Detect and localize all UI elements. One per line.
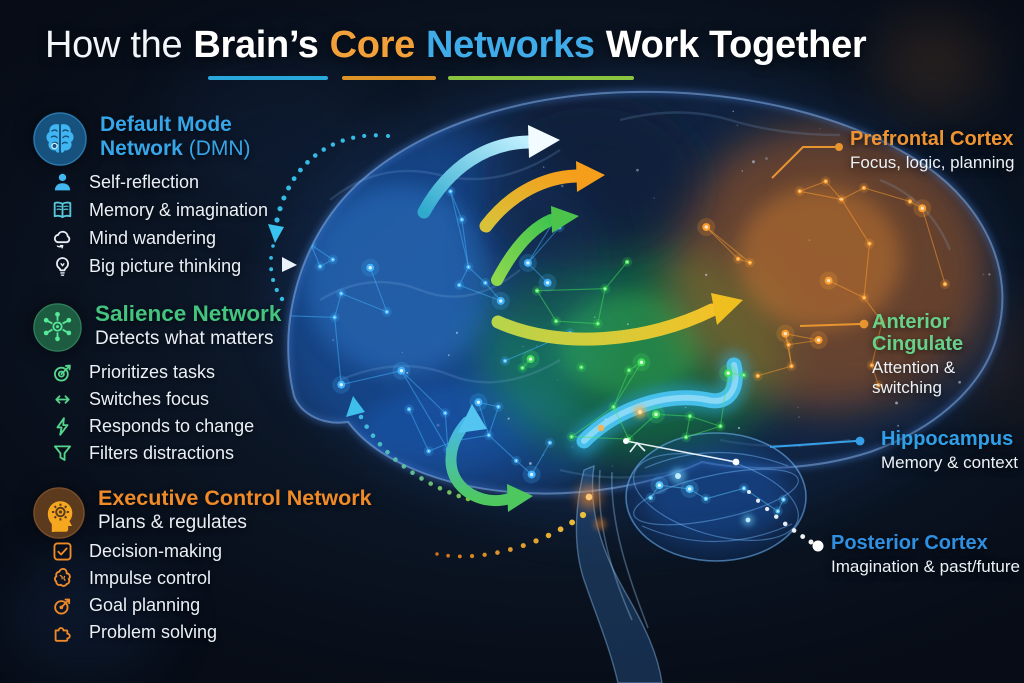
section-title-suffix: (DMN): [188, 137, 251, 160]
funnel-icon: [50, 442, 74, 466]
down-arrowhead-icon: [268, 224, 284, 243]
section-title-line2: Network: [100, 137, 183, 160]
list-item: Big picture thinking: [50, 252, 268, 280]
list-item-label: Memory & imagination: [89, 199, 269, 220]
dmn-to-ecn-arrow-orange: [479, 161, 605, 233]
section-title: Salience Network: [95, 301, 282, 326]
list-item-label: Filters distractions: [89, 443, 235, 463]
title-underline-green: [448, 76, 634, 80]
list-item: Switches focus: [50, 386, 254, 413]
list-item: Mind wandering: [50, 224, 268, 252]
cloud-icon: [50, 226, 74, 250]
title-part: Brain’s: [193, 24, 319, 66]
prefrontal-connector: [771, 143, 843, 179]
title-underline-blue: [208, 76, 328, 80]
network-flow-arrows: [417, 125, 743, 512]
section-subtitle: Detects what matters: [95, 328, 274, 349]
target-arrow-icon: [50, 361, 74, 385]
anterior-cingulate-connector: [799, 319, 869, 329]
lightning-icon: [50, 415, 74, 439]
list-item: Decision-making: [50, 538, 222, 565]
puzzle-icon: [50, 621, 74, 645]
list-item: Filters distractions: [50, 440, 254, 467]
title-part: Work Together: [605, 24, 867, 66]
brain-label-desc: Imagination & past/future: [831, 557, 1021, 576]
section-title-line1: Default Mode: [100, 113, 232, 136]
brain-label-name: Prefrontal Cortex: [850, 128, 1014, 150]
hippocampus-highlight: [570, 351, 749, 455]
title-underline-orange: [342, 76, 436, 80]
brain-label-desc: Focus, logic, planning: [850, 153, 1015, 172]
brain-label-anterior-cingulate: Anterior Cingulate Attention & switching: [872, 311, 1024, 398]
dotted-arc-arrowheads: [268, 224, 365, 417]
salience-network-nodes: [517, 257, 749, 445]
dotted-flow-arcs: [269, 133, 814, 559]
checkbox-check-icon: [50, 540, 74, 564]
salience-arrow-green: [491, 206, 579, 286]
salience-to-ecn-arrow-yellow: [491, 293, 743, 346]
brain-outline-icon: [50, 567, 74, 591]
salience-item-list: Prioritizes tasks Switches focus Respond…: [50, 359, 254, 467]
list-item: Goal planning: [50, 592, 222, 619]
open-book-icon: [50, 198, 74, 222]
brain-label-name: Hippocampus: [881, 428, 1014, 450]
cerebellum-pointer-line: [623, 438, 740, 466]
list-item-label: Prioritizes tasks: [89, 362, 216, 382]
list-item-label: Decision-making: [89, 541, 223, 561]
list-item: Memory & imagination: [50, 196, 268, 224]
lightbulb-icon: [50, 254, 74, 278]
section-subtitle: Plans & regulates: [98, 512, 247, 533]
brainstem: [575, 464, 663, 683]
swap-arrows-icon: [50, 388, 74, 412]
feedback-loop-arrow: [445, 404, 533, 512]
person-icon: [50, 170, 74, 194]
list-item: Problem solving: [50, 619, 222, 646]
executive-badge-head-gear-icon: [33, 487, 85, 539]
warm-bokeh-glow: [878, 18, 988, 110]
list-item-label: Responds to change: [89, 416, 255, 436]
list-item-label: Mind wandering: [89, 227, 217, 248]
list-item-label: Self-reflection: [89, 171, 200, 192]
section-title: Executive Control Network: [98, 486, 372, 510]
list-item-label: Switches focus: [89, 389, 210, 409]
up-arrowhead-icon: [346, 396, 365, 417]
dmn-to-pfc-arrow-cyan: [417, 125, 560, 219]
brain-label-name: Posterior Cortex: [831, 532, 988, 554]
list-item-label: Goal planning: [89, 595, 201, 615]
list-item: Impulse control: [50, 565, 222, 592]
brain-label-hippocampus: Hippocampus Memory & context: [881, 428, 1018, 473]
salience-badge-hub-icon: [33, 303, 82, 352]
blue-bokeh-glow: [5, 555, 165, 675]
list-item: Responds to change: [50, 413, 254, 440]
title-part: Networks: [426, 24, 595, 66]
hippocampus-connector: [769, 436, 865, 448]
dmn-badge-brain-icon: [33, 112, 87, 166]
list-item-label: Problem solving: [89, 622, 218, 642]
cerebellum-network-nodes: [645, 476, 789, 517]
right-arrowhead-icon: [282, 257, 297, 272]
label-connectors: [623, 143, 869, 552]
section-executive-control-network: Executive Control Network Plans & regula…: [33, 484, 372, 539]
list-item: Self-reflection: [50, 168, 268, 196]
posterior-connector-dot: [812, 540, 824, 552]
brain-label-desc: Memory & context: [881, 453, 1018, 472]
section-default-mode-network: Default Mode Network (DMN): [33, 112, 251, 166]
title-part: Core: [329, 24, 416, 66]
brain-label-posterior-cortex: Posterior Cortex Imagination & past/futu…: [831, 532, 1020, 577]
goal-target-icon: [50, 594, 74, 618]
title-part: How the: [45, 24, 183, 66]
executive-item-list: Decision-making Impulse control Goal pla…: [50, 538, 222, 646]
list-item-label: Big picture thinking: [89, 255, 242, 276]
list-item-label: Impulse control: [89, 568, 212, 588]
ecn-network-nodes: [697, 176, 951, 391]
section-salience-network: Salience Network Detects what matters: [33, 300, 281, 352]
list-item: Prioritizes tasks: [50, 359, 254, 386]
brain-label-desc: Attention & switching: [872, 358, 956, 397]
dmn-item-list: Self-reflection Memory & imagination Min…: [50, 168, 268, 280]
brain-label-name: Anterior Cingulate: [872, 311, 964, 355]
brain-label-prefrontal-cortex: Prefrontal Cortex Focus, logic, planning: [850, 128, 1014, 173]
